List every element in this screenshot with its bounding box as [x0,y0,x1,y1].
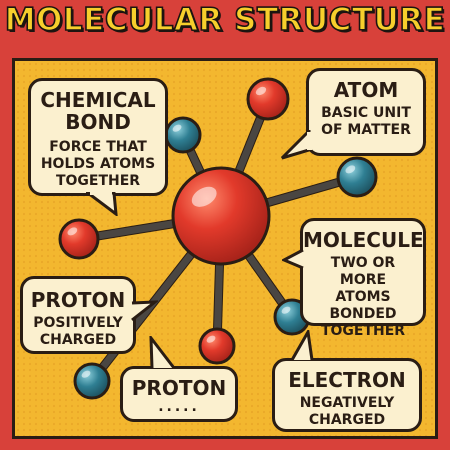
proton-bottom-body: ..... [158,399,200,415]
atom-right-blue [336,156,378,198]
molecule-body: TWO OR MORE ATOMS BONDED TOGETHER [320,255,406,339]
atom-lower-right-blue-highlight [281,306,291,314]
proton-left-tail [131,300,158,322]
center-atom [171,166,271,266]
chemical-bond-heading: CHEMICAL BOND [40,88,156,134]
atom-top-red-highlight [255,86,267,96]
molecule-heading: MOLECULE [303,228,424,252]
atom-bubble: ATOM BASIC UNIT OF MATTER [306,68,426,156]
atom-bottom-red-highlight [206,335,216,343]
atom-left-red [58,218,100,260]
atom-top-red [246,77,290,121]
atom-left-red-highlight [67,227,78,236]
proton-bottom-bubble: PROTON ..... [120,366,238,422]
atom-right-blue-highlight [345,165,356,174]
proton-left-heading: PROTON [30,288,126,312]
electron-tail [290,330,314,361]
atom-tail [280,130,312,160]
chemical-bond-tail [86,192,118,216]
molecule-tail [282,248,304,270]
electron-body: NEGATIVELY CHARGED [299,395,395,428]
molecule-bubble: MOLECULE TWO OR MORE ATOMS BONDED TOGETH… [300,218,426,339]
proton-bottom-tail [149,336,176,369]
atom-top-left-blue-highlight [172,124,182,132]
proton-left-body: POSITIVELY CHARGED [33,315,123,348]
center-atom-highlight [191,186,217,207]
proton-left-bubble: PROTON POSITIVELY CHARGED [20,276,136,354]
atom-body: BASIC UNIT OF MATTER [321,105,411,138]
proton-bottom-heading: PROTON [131,376,227,400]
atom-bottom-left-blue-highlight [81,370,91,378]
electron-bubble: ELECTRON NEGATIVELY CHARGED [272,358,422,432]
atoms [58,77,378,400]
electron-heading: ELECTRON [288,368,406,392]
atom-top-left-blue [164,116,202,154]
page-title: MOLECULAR STRUCTURE [4,1,446,39]
atom-bottom-red [198,327,236,365]
chemical-bond-body: FORCE THAT HOLDS ATOMS TOGETHER [40,139,156,189]
atom-heading: ATOM [333,78,399,102]
chemical-bond-bubble: CHEMICAL BOND FORCE THAT HOLDS ATOMS TOG… [28,78,168,196]
atom-bottom-left-blue [73,362,111,400]
